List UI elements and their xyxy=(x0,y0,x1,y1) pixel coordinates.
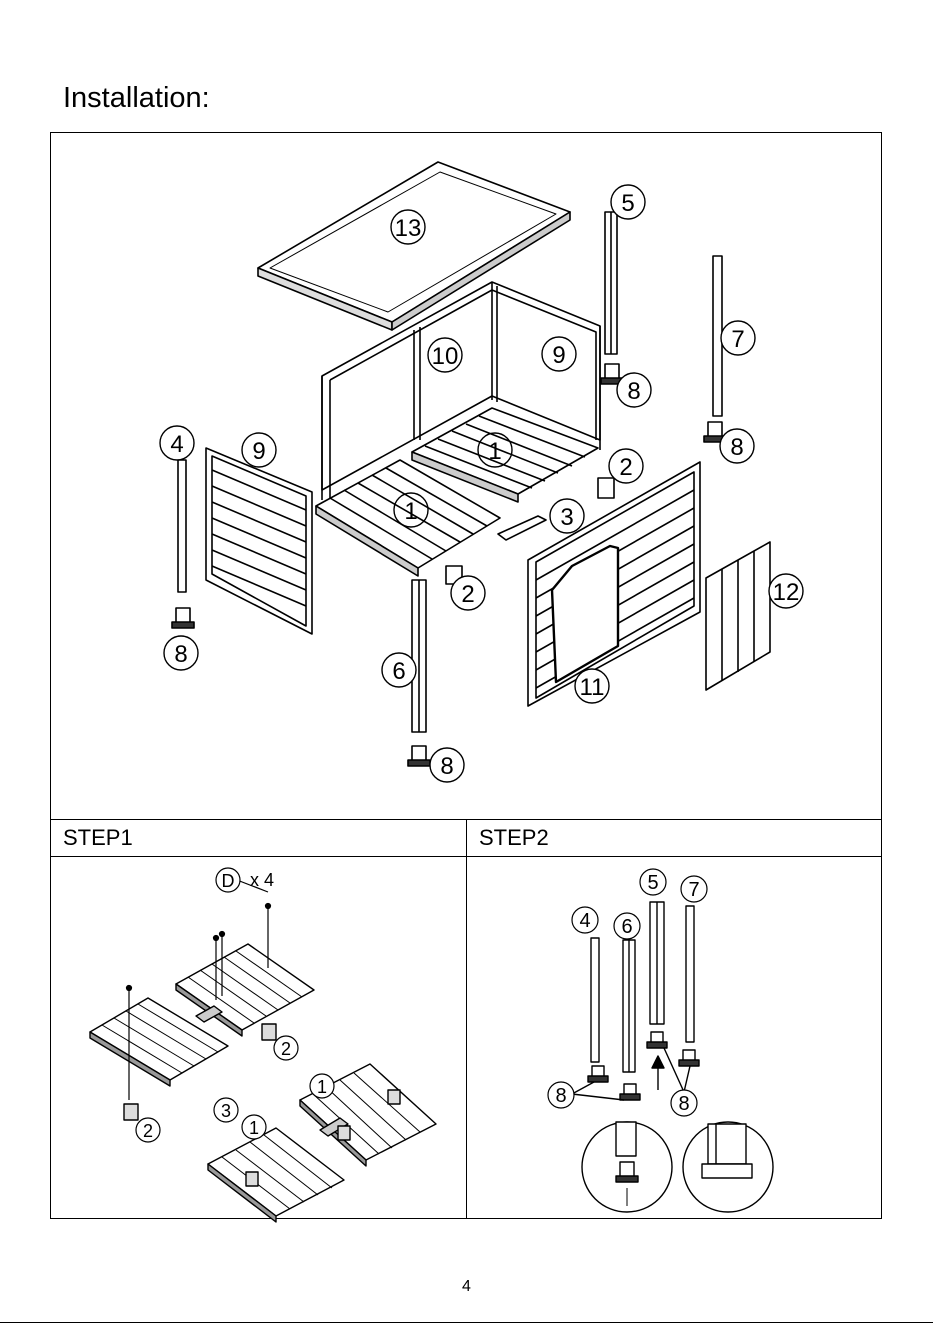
svg-text:8: 8 xyxy=(678,1093,689,1115)
step2-callout-6: 6 xyxy=(614,913,640,939)
step2-callout-5: 5 xyxy=(640,869,666,895)
step2-callout-4: 4 xyxy=(572,907,598,933)
bottom-rule xyxy=(0,1322,933,1323)
svg-text:4: 4 xyxy=(579,910,590,932)
step2-callout-8-b: 8 xyxy=(671,1090,697,1116)
svg-text:5: 5 xyxy=(647,872,658,894)
svg-text:7: 7 xyxy=(688,879,699,901)
step2-callout-8-a: 8 xyxy=(548,1082,574,1108)
step2-callout-7: 7 xyxy=(681,876,707,902)
page-number: 4 xyxy=(0,1278,933,1296)
svg-text:8: 8 xyxy=(555,1085,566,1107)
svg-text:6: 6 xyxy=(621,916,632,938)
